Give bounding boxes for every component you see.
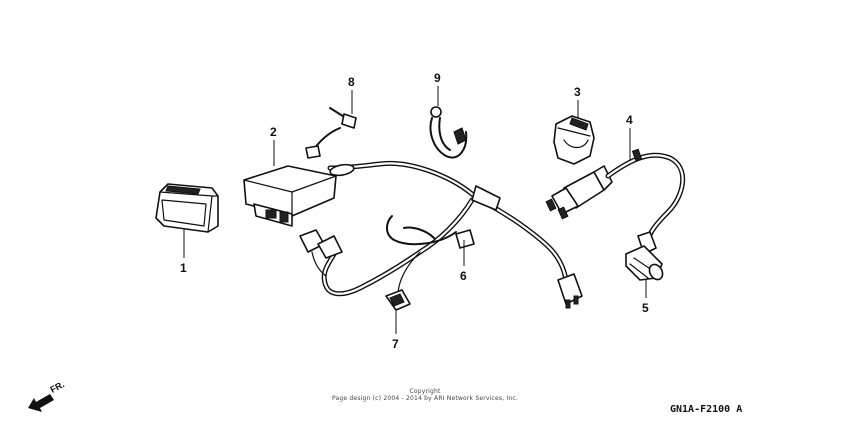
part-5-plug-cap[interactable]: [625, 231, 665, 282]
part-2-module[interactable]: [243, 165, 337, 227]
callout-3[interactable]: 3: [574, 85, 581, 99]
copyright-line-1: Copyright: [409, 388, 441, 395]
copyright-line-2: Page design (c) 2004 - 2014 by ARI Netwo…: [331, 395, 519, 402]
diagram-code: GN1A-F2100 A: [670, 404, 743, 415]
callout-5[interactable]: 5: [642, 301, 649, 315]
part-4-ignition-coil[interactable]: [545, 148, 686, 243]
part-3-holder[interactable]: [553, 115, 595, 165]
callout-9[interactable]: 9: [434, 71, 441, 85]
part-8-bolt[interactable]: [329, 107, 357, 129]
callout-8[interactable]: 8: [348, 75, 355, 89]
callout-2[interactable]: 2: [270, 125, 277, 139]
part-1-case[interactable]: [155, 183, 219, 233]
callout-6[interactable]: 6: [460, 269, 467, 283]
part-6-wire-harness[interactable]: [299, 127, 583, 309]
part-7-clamp[interactable]: [385, 289, 411, 311]
part-9-band[interactable]: [429, 106, 468, 159]
callout-1[interactable]: 1: [180, 261, 187, 275]
callout-4[interactable]: 4: [626, 113, 633, 127]
callout-7[interactable]: 7: [392, 337, 399, 351]
front-arrow-icon: [28, 394, 54, 412]
